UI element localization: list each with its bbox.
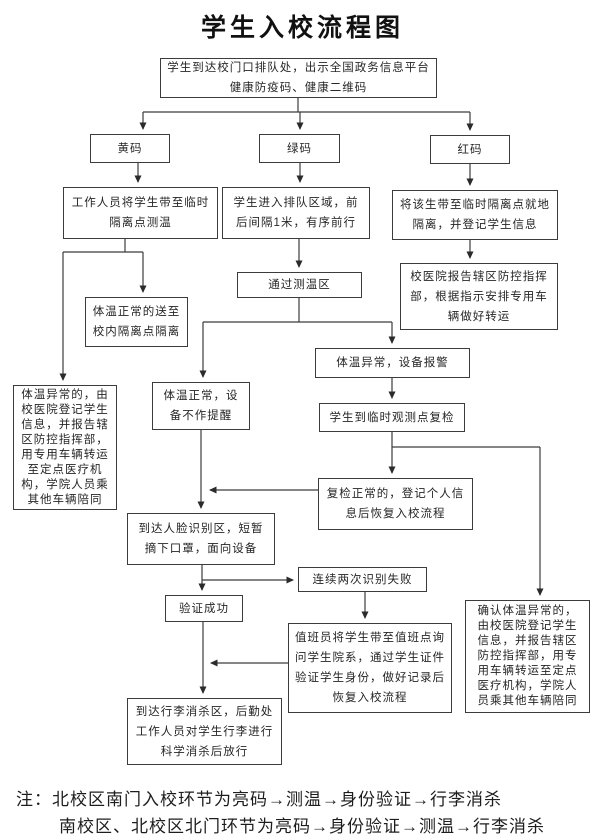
arrow-start-split: [139, 98, 474, 131]
flow-box-verify-success: 验证成功: [165, 595, 243, 622]
footnote-text-1: 北校区南门入校环节为亮码→测温→身份验证→行李消杀: [52, 790, 502, 809]
flow-box-abnormal-alarm: 体温异常，设备报警: [315, 348, 470, 378]
flow-box-hospital-report: 校医院报告辖区防控指挥部，根据指示安排专用车辆做好转运: [400, 263, 558, 330]
flow-box-pass-temp-zone: 通过测温区: [237, 272, 362, 298]
footnote: 注：北校区南门入校环节为亮码→测温→身份验证→行李消杀 南校区、北校区北门环节为…: [16, 786, 591, 837]
flow-box-queue-area: 学生进入排队区域，前后间隔1米，有序前行: [222, 187, 370, 239]
arrow-recheck-split: [388, 432, 544, 596]
flow-box-start: 学生到达校门口排队处，出示全国政务信息平台健康防疫码、健康二维码: [160, 58, 437, 98]
flow-box-red-code: 红码: [430, 135, 510, 164]
flow-box-confirm-abnormal: 确认体温异常的，由校医院登记学生信息，并报告辖区防控指挥部，用专用车辆转运至定点…: [465, 600, 590, 713]
flow-box-abnormal-transfer: 体温异常的，由校医院登记学生信息，并报告辖区防控指挥部，用专用车辆转运至定点医疗…: [13, 385, 117, 510]
flow-box-normal-no-alert: 体温正常，设备不作提醒: [152, 382, 250, 430]
flow-box-luggage-disinfect: 到达行李消杀区，后勤处工作人员对学生行李进行科学消杀后放行: [127, 698, 282, 765]
footnote-label: 注：: [16, 790, 52, 809]
flow-box-normal-to-isolation: 体温正常的送至校内隔离点隔离: [85, 297, 188, 347]
flow-box-staff-take-temp: 工作人员将学生带至临时隔离点测温: [63, 187, 218, 239]
footnote-line-1: 注：北校区南门入校环节为亮码→测温→身份验证→行李消杀: [16, 786, 591, 813]
page-title: 学生入校流程图: [200, 14, 404, 42]
arrow-faceid-split: [198, 565, 294, 591]
flow-box-green-code: 绿码: [259, 134, 340, 163]
arrow-codes-down: [134, 163, 474, 186]
arrow-staff-split: [59, 239, 147, 381]
footnote-line-2: 南校区、北校区北门环节为亮码→身份验证→测温→行李消杀: [16, 813, 591, 837]
flow-box-fail-twice: 连续两次识别失败: [298, 567, 427, 592]
flow-box-red-isolate: 将该生带至临时隔离点就地隔离，并登记学生信息: [392, 190, 558, 240]
flow-box-recheck: 学生到临时观测点复检: [319, 403, 465, 432]
flow-box-face-id: 到达人脸识别区，短暂摘下口罩，面向设备: [127, 513, 275, 565]
arrow-tempzone-split: [199, 298, 396, 378]
flow-box-yellow-code: 黄码: [90, 134, 170, 163]
flow-box-recheck-normal: 复检正常的，登记个人信息后恢复入校流程: [318, 478, 473, 530]
footnote-text-2: 南校区、北校区北门环节为亮码→身份验证→测温→行李消杀: [59, 817, 545, 836]
flow-box-duty-officer: 值班员将学生带至值班点询问学生院系，通过学生证件验证学生身份，做好记录后恢复入校…: [288, 623, 452, 713]
